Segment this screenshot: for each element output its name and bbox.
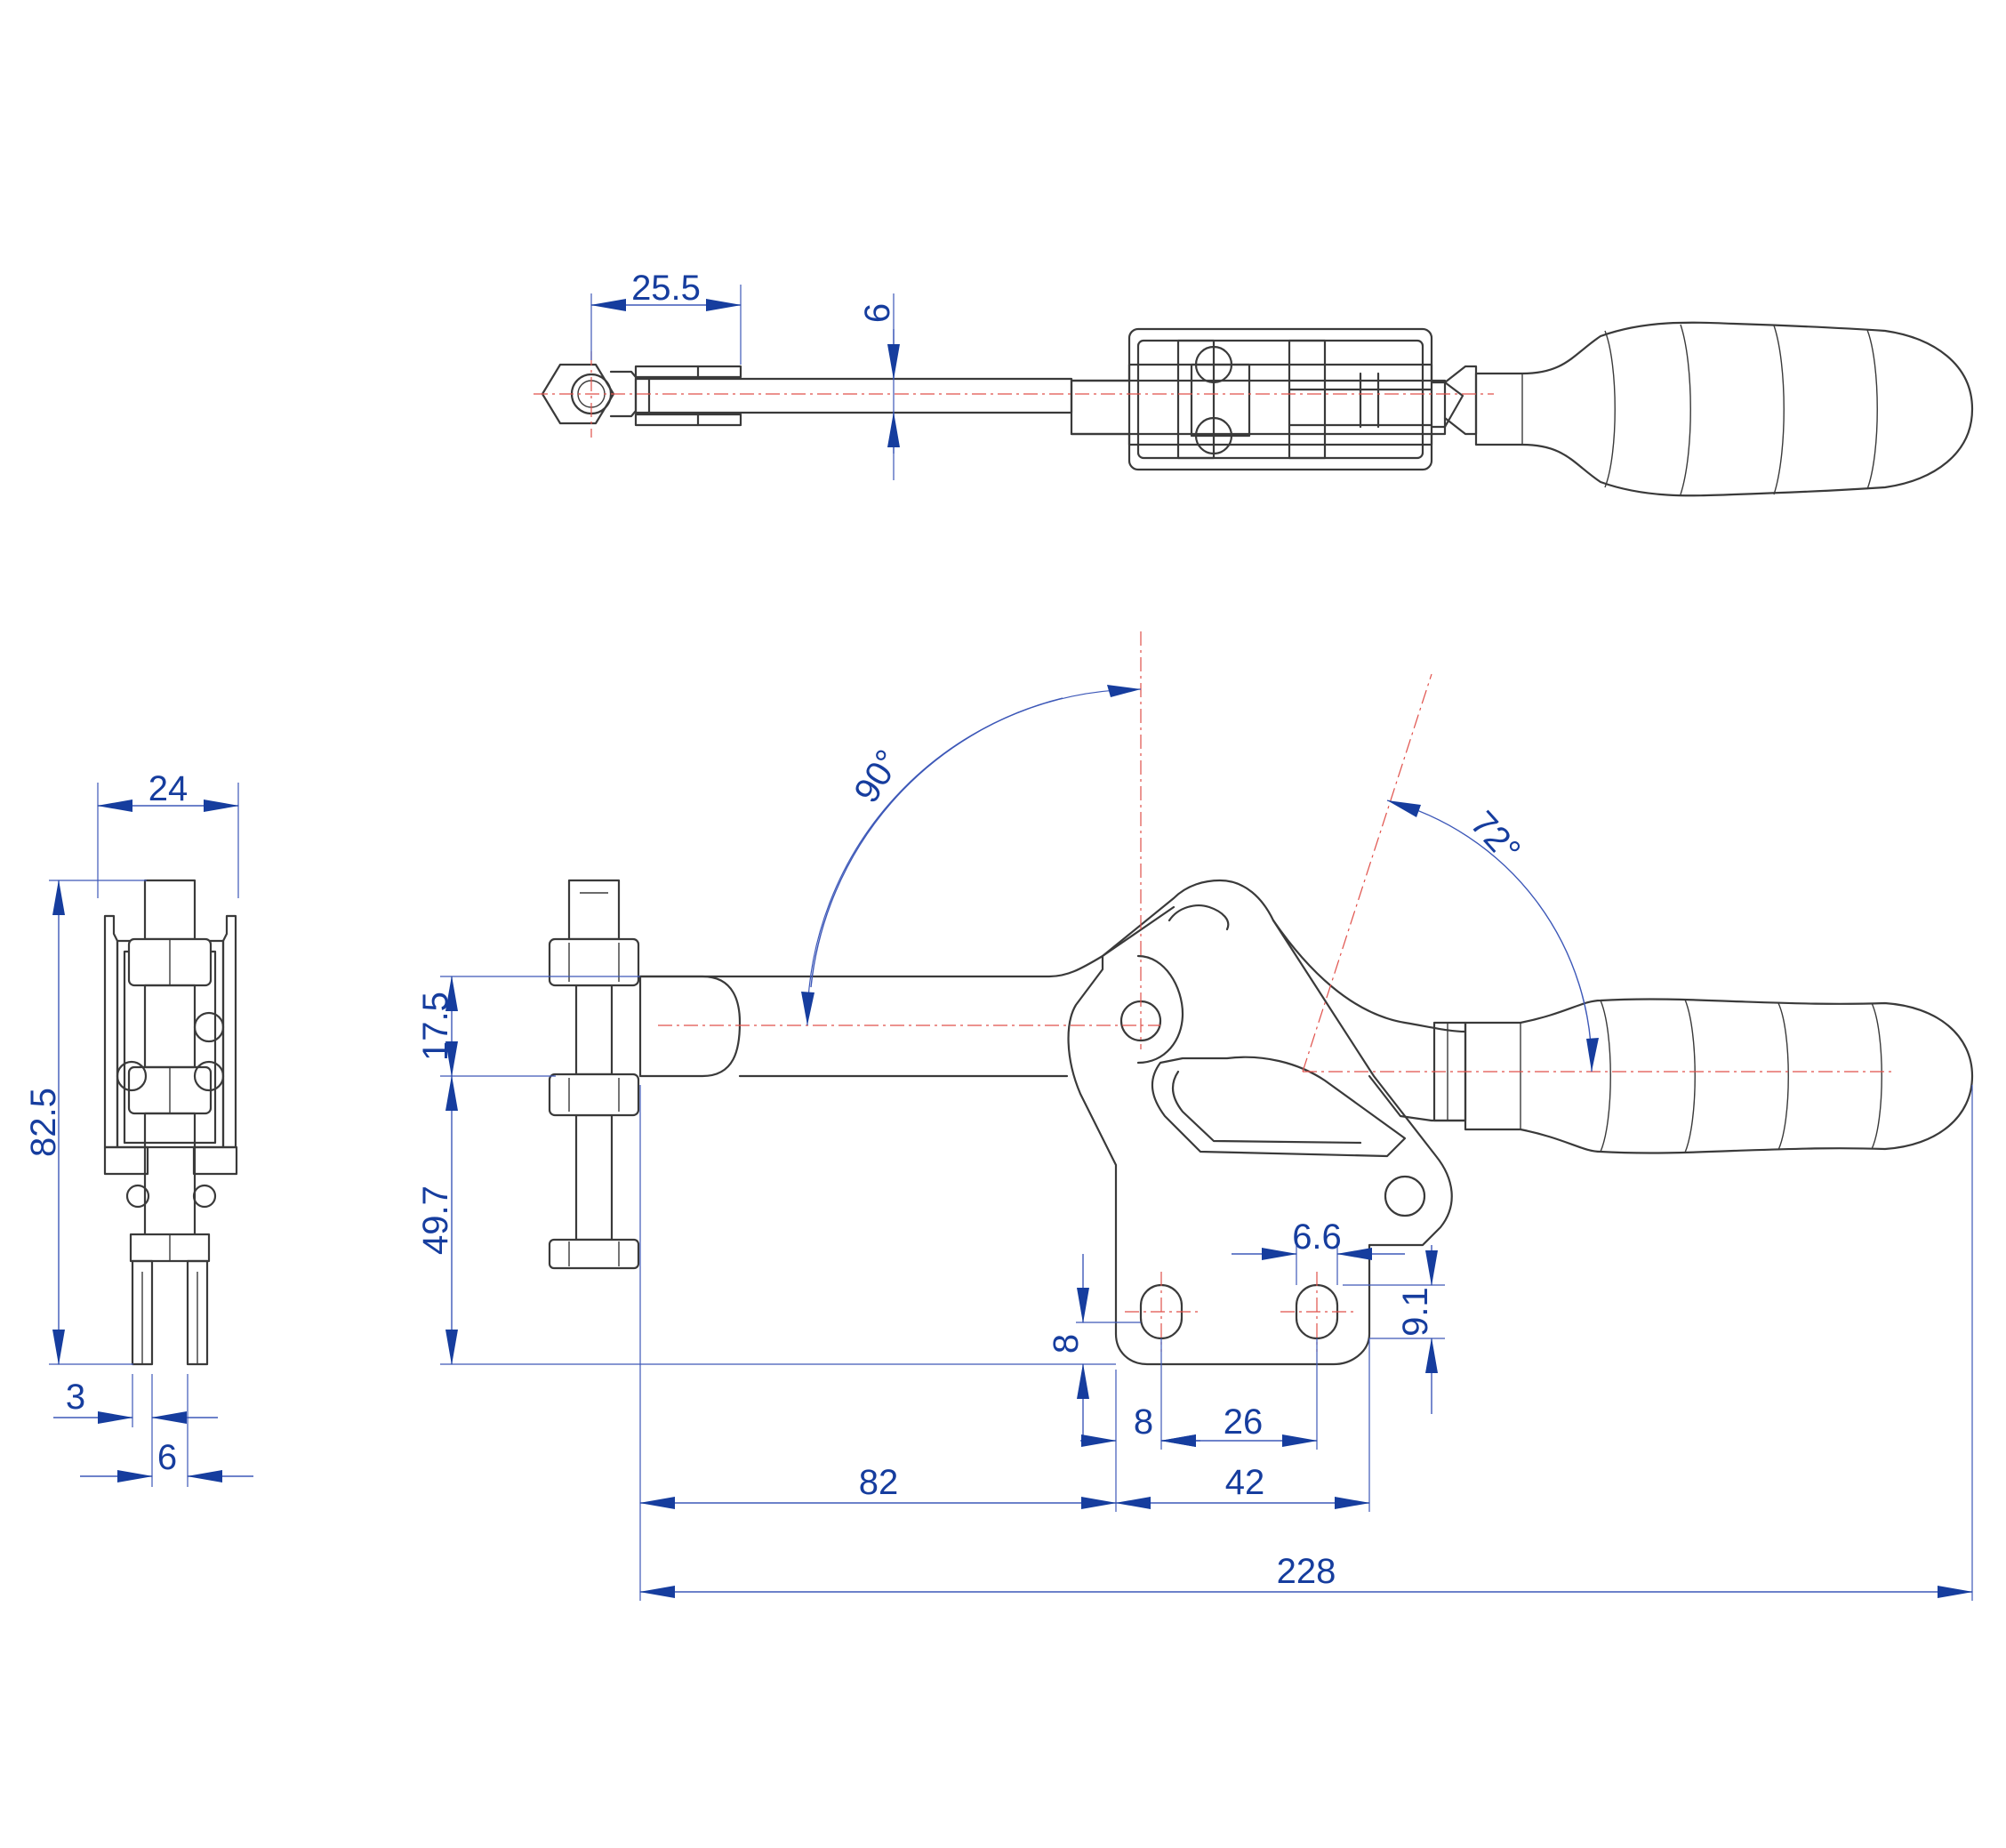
top-clamp-arm [634, 377, 1073, 414]
dim-side-24: 24 [148, 769, 189, 808]
dim-front-17-5: 17.5 [416, 992, 455, 1061]
front-view: 90° 72° 17.5 49.7 6.6 9.1 8 8 [416, 631, 1974, 1601]
dim-front-49-7: 49.7 [416, 1185, 455, 1255]
dim-front-9-1: 9.1 [1396, 1287, 1435, 1337]
dim-top-6: 6 [858, 303, 897, 323]
side-spindle [143, 879, 197, 941]
dim-front-42: 42 [1225, 1463, 1265, 1502]
dim-front-26: 26 [1224, 1402, 1264, 1442]
front-handle-grip [1464, 998, 1974, 1154]
top-arm-fork-lower [634, 413, 742, 427]
dim-side-3: 3 [66, 1378, 85, 1417]
front-body [1067, 879, 1453, 1366]
front-lower-nut [548, 1073, 640, 1117]
top-handle-grip [1474, 321, 1974, 497]
front-rear-pivot [1384, 1175, 1426, 1217]
dim-side-6: 6 [157, 1438, 177, 1477]
front-spindle-pad [548, 1238, 640, 1270]
dim-front-6-6: 6.6 [1292, 1217, 1342, 1257]
dim-front-72deg: 72° [1463, 804, 1528, 870]
front-upper-nut [548, 937, 640, 987]
side-view: 24 82.5 3 6 [24, 769, 253, 1487]
front-spindle-top [567, 879, 621, 941]
dim-front-8-horizontal: 8 [1134, 1402, 1153, 1442]
top-body [1070, 379, 1447, 436]
dim-side-82-5: 82.5 [24, 1088, 63, 1157]
top-view: 25.5 6 [534, 269, 1974, 497]
dim-front-82: 82 [859, 1463, 899, 1502]
dim-front-8-vertical: 8 [1047, 1334, 1086, 1354]
front-clamp-arm [638, 975, 742, 1078]
dim-front-90deg: 90° [847, 743, 908, 810]
dim-top-25-5: 25.5 [631, 269, 701, 308]
dim-front-228: 228 [1277, 1552, 1336, 1591]
top-arm-fork-upper [634, 365, 742, 379]
